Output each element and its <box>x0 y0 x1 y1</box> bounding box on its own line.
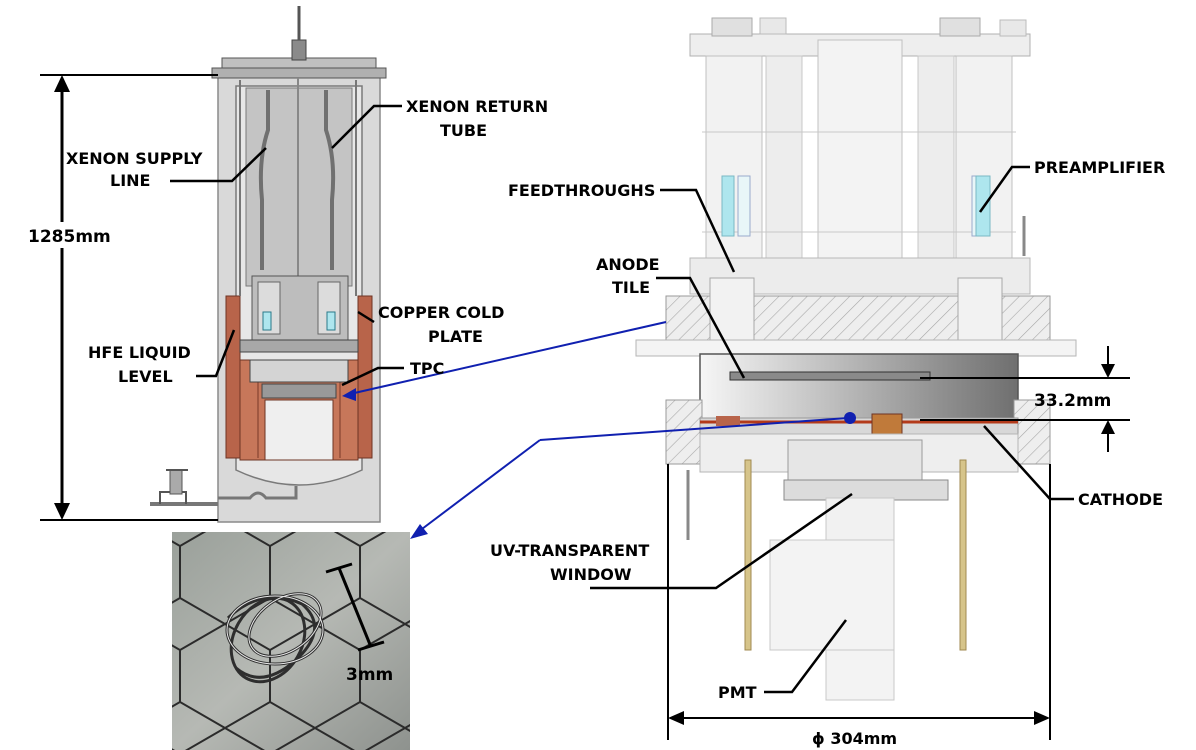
blue-pointers <box>342 321 856 539</box>
label-tpc: TPC <box>410 359 444 378</box>
dim-cryostat-height: 1285mm <box>28 227 111 247</box>
label-xenon-supply-line-2: LINE <box>110 171 150 190</box>
wire-photo-inset <box>172 532 410 750</box>
cryostat-drawing <box>150 6 387 523</box>
label-feedthroughs: FEEDTHROUGHS <box>508 181 655 200</box>
dim-diameter: ϕ 304mm <box>812 729 897 748</box>
label-anode-tile-1: ANODE <box>596 255 660 274</box>
label-copper-cold-plate-1: COPPER COLD <box>378 303 504 322</box>
label-uv-window-1: UV-TRANSPARENT <box>490 541 649 560</box>
label-copper-cold-plate-2: PLATE <box>428 327 483 346</box>
gap-dimension <box>920 346 1130 452</box>
label-pmt: PMT <box>718 683 757 702</box>
label-preamplifier: PREAMPLIFIER <box>1034 158 1165 177</box>
label-xenon-supply-line-1: XENON SUPPLY <box>66 149 203 168</box>
diameter-dimension <box>667 464 1051 740</box>
label-anode-tile-2: TILE <box>612 278 650 297</box>
label-cathode: CATHODE <box>1078 490 1163 509</box>
label-hfe-liquid-level-1: HFE LIQUID <box>88 343 191 362</box>
dim-drift-gap: 33.2mm <box>1034 391 1111 411</box>
label-uv-window-2: WINDOW <box>550 565 632 584</box>
label-xenon-return-tube-2: TUBE <box>440 121 487 140</box>
dim-wire-scale: 3mm <box>346 665 393 685</box>
tpc-section-drawing <box>635 17 1077 701</box>
label-xenon-return-tube-1: XENON RETURN <box>406 97 548 116</box>
leader-lines <box>170 104 1074 694</box>
label-hfe-liquid-level-2: LEVEL <box>118 367 173 386</box>
height-dimension <box>40 74 218 521</box>
